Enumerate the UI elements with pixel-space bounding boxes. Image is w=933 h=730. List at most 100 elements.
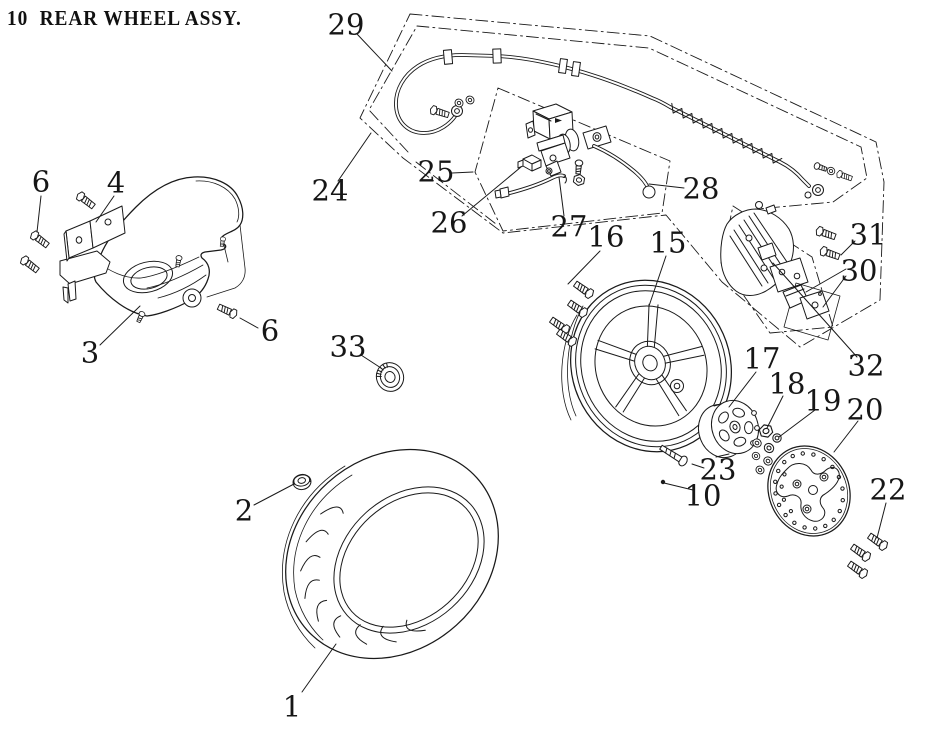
part-callout-2: 2 [234, 493, 254, 528]
leader-line [95, 195, 115, 223]
part-callout-10: 10 [684, 478, 722, 513]
caliper-bolt [814, 225, 838, 242]
leader-line [822, 275, 847, 308]
disc-holes [773, 451, 845, 531]
leader-line [766, 395, 784, 429]
axle-nut [757, 422, 775, 440]
hose-end-washer [804, 191, 812, 199]
part-callout-24: 24 [311, 173, 349, 208]
washer [463, 94, 477, 106]
leader-line [728, 371, 757, 408]
leader-line [876, 502, 887, 539]
part-callout-17: 17 [743, 341, 781, 376]
brake-hose [394, 48, 854, 199]
leader-line [301, 643, 337, 693]
brake-caliper-assembly [720, 201, 842, 341]
cylinder-body [540, 142, 571, 167]
hose-fitting [492, 48, 502, 64]
banjo-eye [451, 105, 463, 117]
part-callout-23: 23 [699, 452, 737, 487]
washer-ring [772, 433, 782, 443]
leader-line [451, 171, 474, 174]
fender-outline [93, 176, 244, 317]
fender-end-cap [182, 288, 202, 308]
part-callout-33: 33 [329, 329, 367, 364]
leader-line [840, 240, 856, 256]
lever-tip [642, 185, 656, 199]
part-callout-6: 6 [31, 164, 51, 199]
leader-line [36, 195, 42, 233]
leader-line [663, 482, 694, 491]
bleed-screw [812, 161, 828, 174]
master-cylinder-assembly [494, 103, 656, 199]
leader-line [648, 183, 685, 189]
boundary-inner [368, 25, 868, 210]
leader-line [833, 420, 859, 453]
part-callout-18: 18 [768, 366, 806, 401]
switch-cable-27 [494, 173, 567, 199]
brake-lever [592, 144, 650, 190]
boundary-outer [359, 13, 885, 348]
disc-bolts-22 [846, 531, 890, 581]
leader-line [772, 262, 858, 358]
page-title: 10 REAR WHEEL ASSY. [7, 6, 242, 30]
leader-line [461, 166, 522, 217]
hose-fitting [442, 49, 454, 65]
fender-hole [122, 260, 174, 294]
axle-nut-2 [292, 473, 312, 491]
part-callout-30: 30 [840, 253, 878, 288]
banjo-bolt [428, 104, 451, 120]
rear-fender-group [18, 176, 246, 324]
boundary-master-cylinder [474, 87, 671, 232]
rim-spokes [594, 303, 705, 417]
fender-bolt [74, 190, 97, 211]
part-callout-26: 26 [430, 205, 468, 240]
part-callout-4: 4 [106, 165, 126, 200]
part-callout-16: 16 [587, 219, 625, 254]
part-callout-32: 32 [847, 348, 885, 383]
rear-hub [697, 399, 760, 459]
rear-rim [561, 279, 733, 453]
part-callout-20: 20 [846, 392, 884, 427]
boundary-inner-2 [415, 161, 497, 225]
leader-line [567, 250, 601, 285]
tire-bead [333, 486, 485, 634]
leader-line [337, 132, 372, 182]
axle-bolt-23 [659, 444, 688, 467]
hose-fitting [558, 58, 568, 74]
caliper-bolt [818, 245, 842, 262]
tire-group [282, 448, 499, 660]
leader-line [691, 463, 705, 469]
leader-line [778, 409, 816, 438]
fender-arm [59, 250, 111, 285]
part-callout-3: 3 [80, 335, 100, 370]
leader-line [558, 176, 565, 217]
leader-line [360, 354, 382, 369]
part-callout-27: 27 [550, 209, 588, 244]
part-callout-15: 15 [649, 225, 687, 260]
leader-line [648, 255, 667, 307]
leader-line [805, 268, 847, 293]
clamp-screw [573, 159, 584, 175]
part-callout-31: 31 [849, 217, 887, 252]
reservoir-flange [525, 120, 536, 139]
leader-line [356, 33, 393, 72]
leader-line [99, 305, 141, 346]
wheel-group [548, 279, 890, 581]
hub-windows [718, 407, 754, 447]
bearing-33 [375, 362, 405, 392]
pad-box [783, 282, 841, 341]
part-callout-1: 1 [282, 689, 302, 724]
leader-line [253, 483, 295, 506]
rim-bolts-16 [548, 279, 596, 349]
mount-bracket-4 [63, 205, 126, 262]
connector-26 [517, 154, 542, 172]
tire-opening [339, 492, 479, 628]
part-callout-29: 29 [327, 7, 365, 42]
fender-bolt [18, 254, 41, 275]
bleed-valve [755, 201, 763, 209]
part-callout-22: 22 [869, 472, 907, 507]
banjo-eye [812, 184, 824, 196]
